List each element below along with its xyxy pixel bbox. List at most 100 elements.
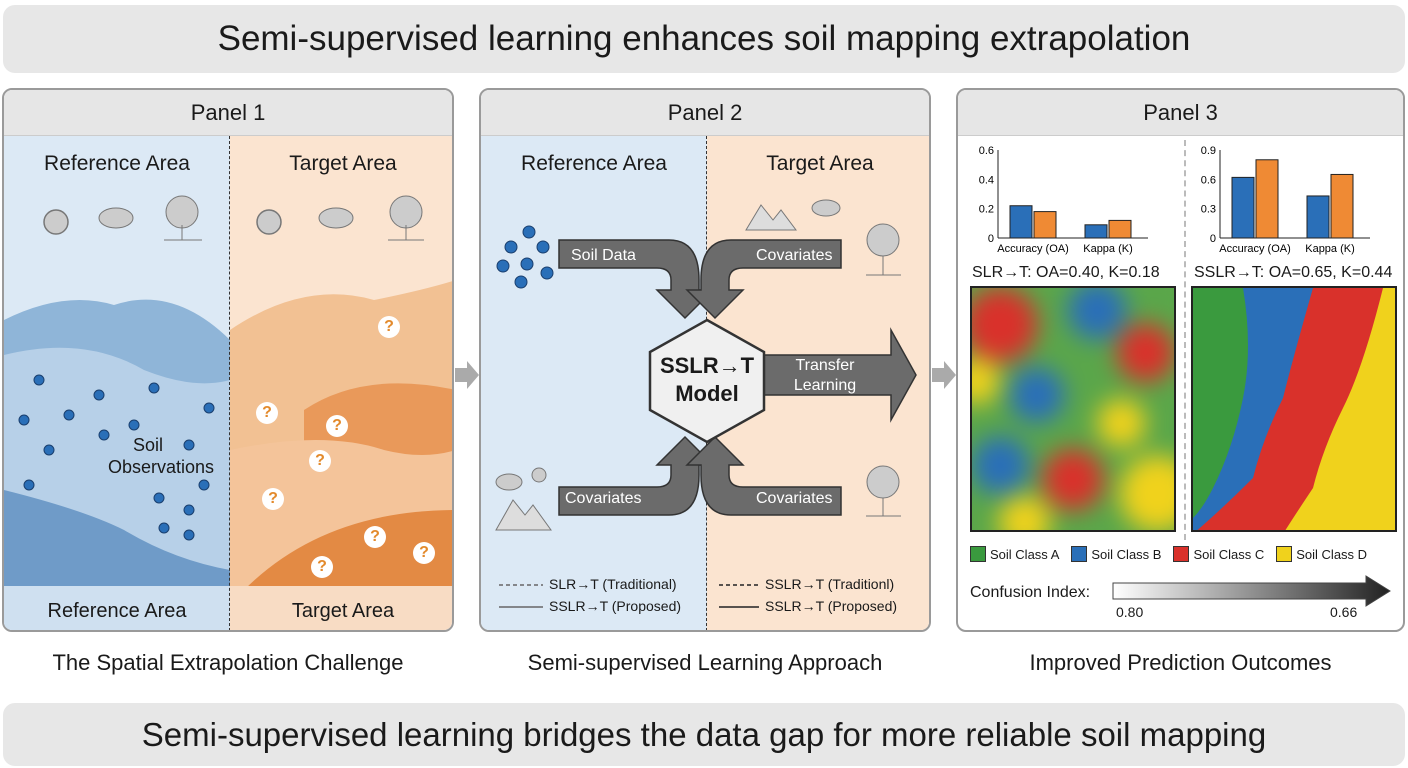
- x-tick-label: Kappa (K): [1305, 243, 1355, 255]
- soil-observation-dots: [18, 374, 215, 541]
- bar: [1084, 224, 1108, 239]
- legend-item: Soil Class A: [970, 546, 1059, 562]
- soil-class-legend: Soil Class A Soil Class B Soil Class C Soil…: [970, 546, 1400, 562]
- mountain-icon: [495, 499, 552, 531]
- arrow-icon: [932, 361, 956, 389]
- legend-label: Soil Class D: [1296, 546, 1368, 562]
- question-mark-icon: ?: [311, 556, 333, 578]
- legend-swatch: [1276, 546, 1293, 562]
- confusion-max: 0.66: [1330, 604, 1358, 620]
- y-tick-label: 0.6: [979, 145, 994, 157]
- confusion-index-label: Confusion Index:: [970, 584, 1091, 601]
- panel-2: Panel 2 Reference Area Target Area Soil …: [479, 88, 931, 632]
- mountain-icon: [745, 204, 797, 231]
- question-mark-icon: ?: [326, 415, 348, 437]
- transfer-learning-label: Transfer Learning: [793, 357, 857, 394]
- covariates-arrow-bottom-right: [685, 435, 842, 516]
- cloud-icon: [495, 473, 523, 491]
- legend-swatch: [970, 546, 986, 562]
- panel-3-caption: Improved Prediction Outcomes: [1029, 650, 1332, 675]
- main-title: Semi-supervised learning enhances soil m…: [217, 19, 1191, 58]
- legend-slr-traditional: SLR→T (Traditional): [549, 576, 677, 592]
- legend-swatch: [1173, 546, 1190, 562]
- soil-data-arrow: [558, 239, 715, 320]
- legend-item: Soil Class C: [1173, 546, 1264, 562]
- target-area-label: Target Area: [289, 152, 397, 175]
- bar: [1306, 195, 1330, 239]
- rain-cloud-icon: [811, 199, 841, 217]
- panel-2-header: Panel 2: [481, 90, 929, 136]
- y-tick-label: 0.2: [979, 204, 994, 216]
- map-sslr: [1191, 286, 1397, 532]
- confusion-gradient: [1112, 575, 1391, 607]
- divider: [229, 136, 230, 630]
- panel-3-header: Panel 3: [958, 90, 1403, 136]
- target-area-bottom-label: Target Area: [291, 600, 395, 622]
- y-tick-label: 0.9: [1201, 145, 1216, 157]
- question-mark-icon: ?: [262, 488, 284, 510]
- legend-item: Soil Class B: [1071, 546, 1161, 562]
- reference-area-label: Reference Area: [44, 152, 190, 175]
- tree-icon: [866, 223, 901, 517]
- legend-sslr-proposed-2: SSLR→T (Proposed): [765, 598, 898, 614]
- map-right-title: SSLR→T: OA=0.65, K=0.44: [1194, 264, 1393, 281]
- legend-swatch: [1071, 546, 1088, 562]
- x-tick-label: Accuracy (OA): [997, 243, 1069, 255]
- covariates-label: Covariates: [756, 490, 833, 507]
- transfer-arrow: [750, 327, 917, 423]
- bar: [1330, 173, 1354, 239]
- target-area-label: Target Area: [766, 152, 874, 175]
- legend-label: Soil Class A: [990, 546, 1060, 562]
- bar: [1033, 211, 1057, 239]
- question-mark-icon: ?: [256, 402, 278, 424]
- footer-text: Semi-supervised learning bridges the dat…: [141, 715, 1267, 753]
- reference-area-label: Reference Area: [521, 152, 667, 175]
- covariates-label: Covariates: [565, 490, 642, 507]
- title-banner: Semi-supervised learning enhances soil m…: [3, 5, 1405, 73]
- sun-icon: [43, 209, 282, 235]
- legend-item: Soil Class D: [1276, 546, 1367, 562]
- legend-label: Soil Class C: [1193, 546, 1265, 562]
- legend-sslr-traditional: SSLR→T (Traditionl): [765, 576, 895, 592]
- soil-data-label: Soil Data: [571, 247, 636, 264]
- arrow-icon: [455, 361, 479, 389]
- soil-observations-label: Soil Observations: [108, 435, 215, 477]
- soil-data-dots: [496, 225, 554, 289]
- bar: [1231, 176, 1255, 239]
- bar: [1108, 219, 1132, 239]
- legend-sslr-proposed: SSLR→T (Proposed): [549, 598, 682, 614]
- map-slr: [970, 286, 1176, 532]
- bar: [1009, 205, 1033, 239]
- panel-1-header: Panel 1: [4, 90, 452, 136]
- tree-icon: [164, 195, 424, 241]
- question-mark-icon: ?: [378, 316, 400, 338]
- sun-icon: [531, 467, 547, 483]
- y-tick-label: 0.3: [1201, 204, 1216, 216]
- model-hexagon: [648, 318, 766, 444]
- panel-1: Panel 1 Reference Area Target Area Soil …: [2, 88, 454, 632]
- footer-banner: Semi-supervised learning bridges the dat…: [3, 703, 1405, 766]
- question-mark-icon: ?: [364, 526, 386, 548]
- y-tick-label: 0: [988, 233, 994, 245]
- y-tick-label: 0: [1210, 233, 1216, 245]
- panel-1-caption: The Spatial Extrapolation Challenge: [52, 650, 404, 675]
- reference-area-bottom-label: Reference Area: [47, 600, 187, 622]
- y-tick-label: 0.6: [1201, 174, 1216, 186]
- covariates-label: Covariates: [756, 247, 833, 264]
- legend-label: Soil Class B: [1091, 546, 1162, 562]
- covariates-arrow-bottom-left: [558, 435, 715, 516]
- x-tick-label: Accuracy (OA): [1219, 243, 1291, 255]
- confusion-min: 0.80: [1116, 604, 1144, 620]
- map-left-title: SLR→T: OA=0.40, K=0.18: [972, 264, 1160, 281]
- question-mark-icon: ?: [309, 450, 331, 472]
- y-tick-label: 0.4: [979, 174, 994, 186]
- x-tick-label: Kappa (K): [1083, 243, 1133, 255]
- model-diagram: [495, 199, 917, 608]
- rain-cloud-icon: [98, 207, 354, 229]
- panel-2-caption: Semi-supervised Learning Approach: [527, 650, 883, 675]
- question-mark-icon: ?: [413, 542, 435, 564]
- bar: [1255, 159, 1279, 239]
